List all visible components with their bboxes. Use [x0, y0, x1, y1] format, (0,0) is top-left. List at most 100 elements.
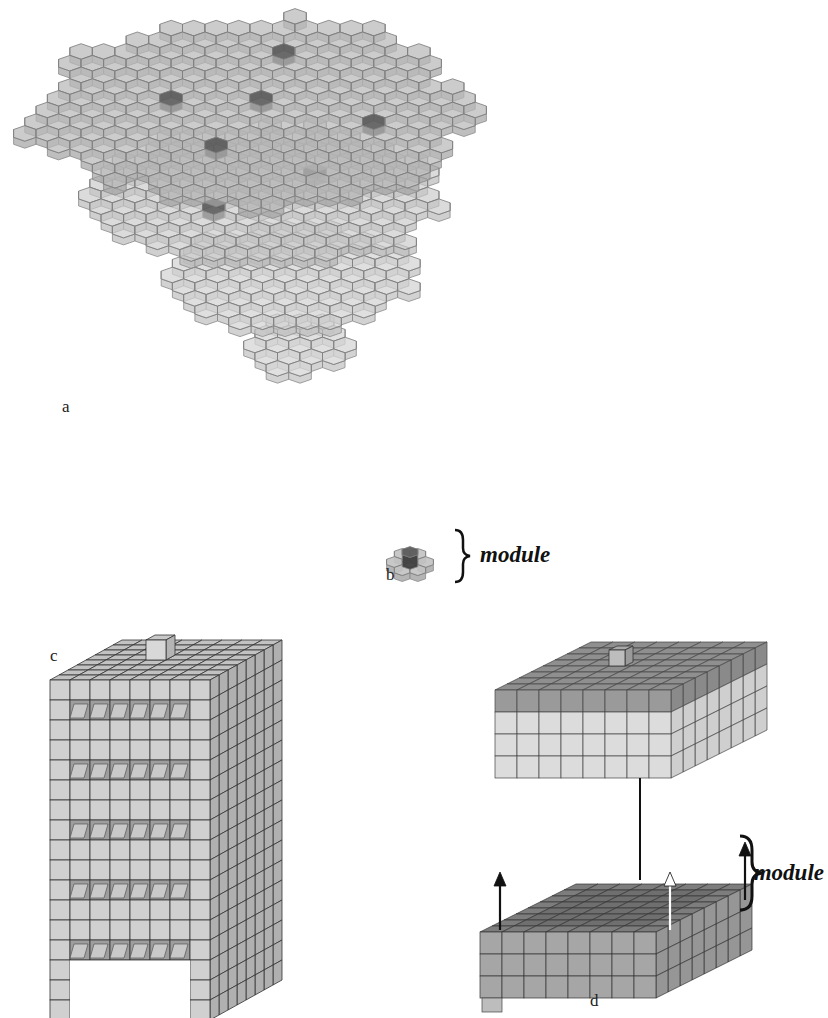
- brace: [455, 530, 470, 582]
- cube-front: [170, 800, 190, 820]
- cube-front: [50, 780, 70, 800]
- cube-front: [634, 976, 656, 998]
- cube-front: [170, 680, 190, 700]
- cube-front: [605, 756, 627, 778]
- cube-front: [480, 932, 502, 954]
- cube-front: [590, 954, 612, 976]
- cube-front: [568, 976, 590, 998]
- floor-slab: [70, 824, 88, 838]
- hex-top: [374, 172, 397, 188]
- cube-front: [170, 840, 190, 860]
- cube-front: [110, 740, 130, 760]
- cube-front: [190, 840, 210, 860]
- floor-slab: [150, 764, 168, 778]
- cube-front: [70, 680, 90, 700]
- cube-front: [612, 976, 634, 998]
- module-label: module: [754, 861, 824, 884]
- cube-right: [656, 970, 668, 998]
- cube-front: [517, 734, 539, 756]
- cube-front: [90, 880, 110, 900]
- module-leg: [482, 998, 502, 1012]
- cube-front: [146, 640, 166, 660]
- cube-front: [110, 900, 130, 920]
- cube-front: [110, 920, 130, 940]
- figure-letter: d: [590, 992, 599, 1009]
- cube-front: [502, 932, 524, 954]
- cube-front: [90, 780, 110, 800]
- hex-top: [266, 361, 289, 377]
- hex-top: [394, 234, 417, 250]
- floor-slab: [130, 944, 148, 958]
- cube-front: [627, 756, 649, 778]
- cube-front: [546, 976, 568, 998]
- cube-front: [110, 680, 130, 700]
- floor-slab: [150, 944, 168, 958]
- cube-right: [728, 934, 740, 962]
- hex-top: [251, 314, 274, 330]
- lift-arrowhead: [494, 872, 506, 886]
- cube-front: [150, 900, 170, 920]
- cube-front: [190, 700, 210, 720]
- floor-slab: [150, 704, 168, 718]
- cube-front: [90, 820, 110, 840]
- cube-front: [170, 920, 190, 940]
- hex-top: [295, 184, 318, 200]
- cube-right: [264, 965, 273, 990]
- cube-front: [50, 920, 70, 940]
- cube-right: [210, 995, 219, 1018]
- cube-front: [130, 880, 150, 900]
- cube-front: [190, 740, 210, 760]
- floor-slab: [150, 824, 168, 838]
- cube-front: [649, 756, 671, 778]
- lift-arrow: [744, 854, 746, 900]
- lift-arrowhead: [739, 842, 751, 856]
- floor-slab: [110, 704, 128, 718]
- figure-letter: b: [386, 566, 395, 583]
- cube-front: [150, 760, 170, 780]
- cube-front: [190, 820, 210, 840]
- cube-front: [634, 954, 656, 976]
- lift-arrow: [669, 884, 671, 930]
- cube-front: [170, 900, 190, 920]
- cube-front: [130, 840, 150, 860]
- cube-right: [668, 964, 680, 992]
- lift-arrowhead: [664, 872, 676, 886]
- cube-right: [228, 985, 237, 1010]
- hex-top: [274, 314, 297, 330]
- cube-front: [539, 690, 561, 712]
- cube-front: [130, 680, 150, 700]
- cube-front: [605, 690, 627, 712]
- cube-right: [692, 952, 704, 980]
- cube-front: [50, 800, 70, 820]
- cube-front: [130, 820, 150, 840]
- cube-front: [50, 760, 70, 780]
- cube-front: [190, 940, 210, 960]
- cube-front: [50, 720, 70, 740]
- cube-right: [695, 738, 707, 766]
- cube-front: [90, 700, 110, 720]
- cube-front: [50, 940, 70, 960]
- cube-front: [583, 734, 605, 756]
- cube-front: [495, 756, 517, 778]
- cube-front: [546, 954, 568, 976]
- cube-front: [70, 780, 90, 800]
- cube-front: [110, 800, 130, 820]
- cube-front: [561, 756, 583, 778]
- floor-slab: [130, 764, 148, 778]
- hex-top: [453, 114, 476, 130]
- floor-slab: [130, 884, 148, 898]
- floor-slab: [70, 944, 88, 958]
- cube-front: [634, 932, 656, 954]
- cube-front: [130, 800, 150, 820]
- cube-front: [170, 700, 190, 720]
- cube-front: [480, 954, 502, 976]
- cube-front: [50, 680, 70, 700]
- cube-front: [583, 690, 605, 712]
- hex-top: [239, 196, 262, 212]
- cube-front: [190, 800, 210, 820]
- cube-front: [90, 740, 110, 760]
- hex-top: [270, 246, 293, 262]
- cube-front: [70, 880, 90, 900]
- cube-front: [583, 756, 605, 778]
